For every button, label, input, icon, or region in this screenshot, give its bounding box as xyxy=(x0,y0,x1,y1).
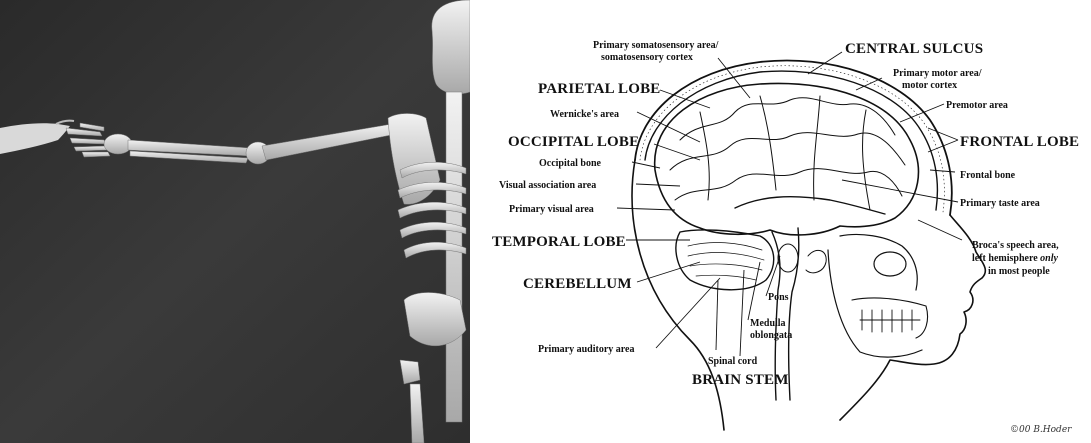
label-primary-auditory: Primary auditory area xyxy=(538,344,634,355)
skeleton-reaching-hand-icon xyxy=(0,0,470,443)
brain-diagram: Primary somatosensory area/ somatosensor… xyxy=(470,0,1091,443)
label-visual-association: Visual association area xyxy=(499,180,596,191)
cerebellum-shape xyxy=(676,230,774,290)
label-brocas-2a: left hemisphere xyxy=(972,253,1040,264)
label-brain-stem: BRAIN STEM xyxy=(692,372,789,388)
label-temporal-lobe: TEMPORAL LOBE xyxy=(492,234,626,250)
label-medulla-1: Medulla xyxy=(750,318,786,329)
label-pons: Pons xyxy=(768,292,789,303)
label-brocas-1: Broca's speech area, xyxy=(972,240,1059,251)
label-primary-taste: Primary taste area xyxy=(960,198,1040,209)
skeleton-photo xyxy=(0,0,470,443)
diagram-labels: Primary somatosensory area/ somatosensor… xyxy=(492,40,1079,435)
brain-diagram-svg: Primary somatosensory area/ somatosensor… xyxy=(470,0,1091,443)
head-outline xyxy=(632,60,985,430)
label-primary-somatosensory-1: Primary somatosensory area/ xyxy=(593,40,719,51)
label-cerebellum: CEREBELLUM xyxy=(523,276,632,292)
label-primary-motor-2: motor cortex xyxy=(902,80,957,91)
label-brocas-3: in most people xyxy=(988,266,1050,277)
label-occipital-lobe: OCCIPITAL LOBE xyxy=(508,134,639,150)
label-medulla-2: oblongata xyxy=(750,330,792,341)
label-parietal-lobe: PARIETAL LOBE xyxy=(538,81,661,97)
skull-face-bones xyxy=(806,234,928,357)
cerebrum xyxy=(655,83,919,234)
label-wernickes-area: Wernicke's area xyxy=(550,109,619,120)
artist-signature: ©00 B.Hoder xyxy=(1010,425,1072,435)
label-spinal-cord: Spinal cord xyxy=(708,356,758,367)
label-primary-motor-1: Primary motor area/ xyxy=(893,68,982,79)
label-premotor-area: Premotor area xyxy=(946,100,1008,111)
label-central-sulcus: CENTRAL SULCUS xyxy=(845,41,983,57)
label-occipital-bone: Occipital bone xyxy=(539,158,602,169)
label-brocas-2b: only xyxy=(1040,253,1058,264)
label-frontal-bone: Frontal bone xyxy=(960,170,1016,181)
label-primary-somatosensory-2: somatosensory cortex xyxy=(601,52,693,63)
label-brocas-2: left hemisphere only xyxy=(972,253,1058,264)
label-primary-visual: Primary visual area xyxy=(509,204,594,215)
label-frontal-lobe: FRONTAL LOBE xyxy=(960,134,1079,150)
